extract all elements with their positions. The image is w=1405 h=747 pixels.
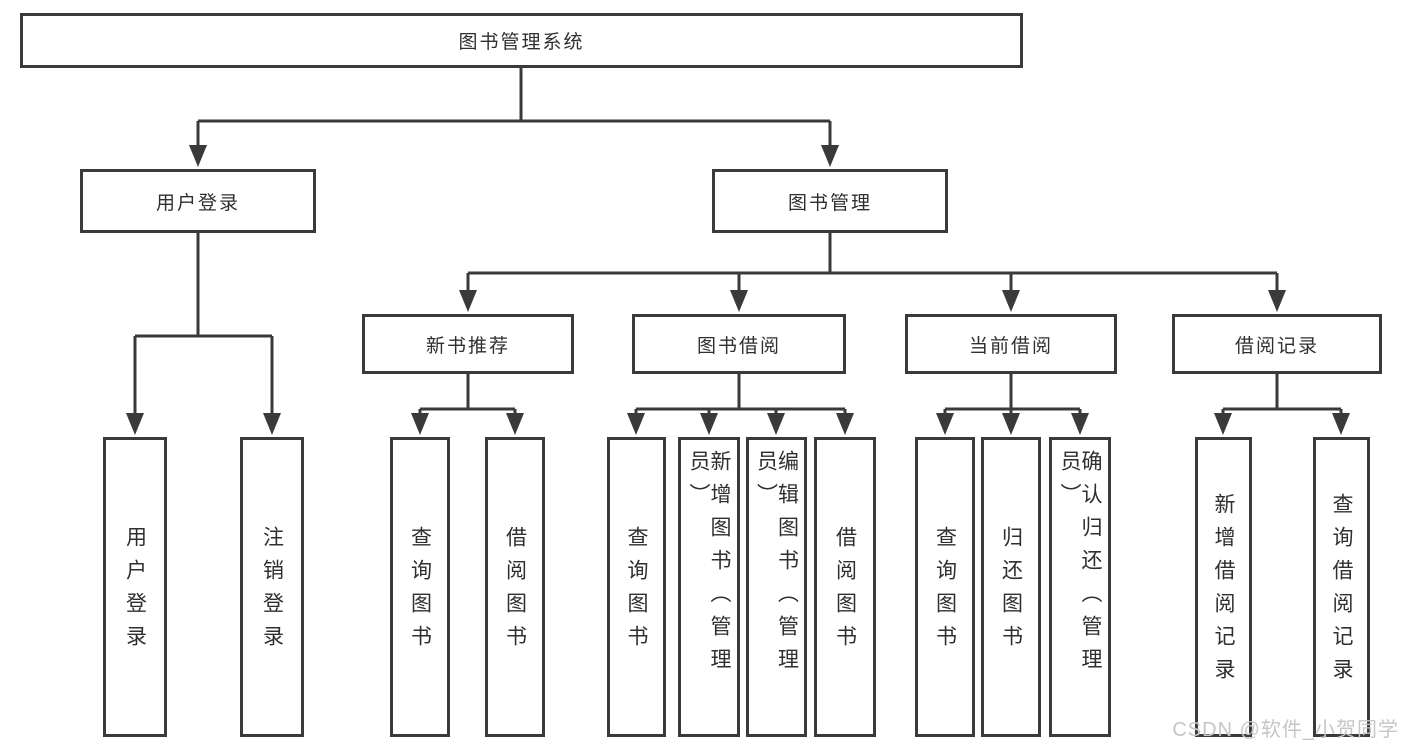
leaf-add-books-admin: 新增图书（管理员） — [678, 437, 740, 737]
node-book-borrowing: 图书借阅 — [632, 314, 846, 374]
arrow-down — [263, 413, 281, 435]
node-user-login: 用户登录 — [80, 169, 316, 233]
connector-new-book-recommend — [411, 374, 524, 435]
arrow-down — [1071, 413, 1089, 435]
arrow-down — [767, 413, 785, 435]
connector-line — [943, 374, 1082, 415]
arrow-down — [700, 413, 718, 435]
connector-line — [1221, 374, 1343, 415]
arrow-down — [836, 413, 854, 435]
leaf-query-borrow-record: 查询借阅记录 — [1313, 437, 1370, 737]
leaf-query-books-borrow: 查询图书 — [607, 437, 666, 737]
connector-line — [466, 233, 1279, 292]
arrow-down — [1002, 290, 1020, 312]
node-current-borrowing: 当前借阅 — [905, 314, 1117, 374]
connector-line — [196, 68, 832, 147]
arrow-down — [1214, 413, 1232, 435]
leaf-borrow-books-recommend: 借阅图书 — [485, 437, 545, 737]
leaf-logout: 注销登录 — [240, 437, 304, 737]
connector-root-to-level2 — [189, 68, 839, 167]
arrow-down — [1332, 413, 1350, 435]
leaf-query-books-recommend: 查询图书 — [390, 437, 450, 737]
arrow-down — [821, 145, 839, 167]
node-book-management: 图书管理 — [712, 169, 948, 233]
arrow-down — [126, 413, 144, 435]
node-new-book-recommendation: 新书推荐 — [362, 314, 574, 374]
arrow-down — [459, 290, 477, 312]
leaf-confirm-return-admin: 确认归还（管理员） — [1049, 437, 1111, 737]
connector-user-login — [126, 233, 281, 435]
node-library-management-system: 图书管理系统 — [20, 13, 1023, 68]
arrow-down — [936, 413, 954, 435]
arrow-down — [189, 145, 207, 167]
arrow-down — [411, 413, 429, 435]
csdn-watermark: CSDN @软件_小贺同学 — [1172, 719, 1399, 741]
leaf-edit-books-admin: 编辑图书（管理员） — [746, 437, 807, 737]
leaf-return-books: 归还图书 — [981, 437, 1041, 737]
connector-current-borrow — [936, 374, 1089, 435]
connector-line — [133, 233, 274, 415]
arrow-down — [627, 413, 645, 435]
arrow-down — [1002, 413, 1020, 435]
leaf-query-books-current: 查询图书 — [915, 437, 975, 737]
connector-line — [418, 374, 517, 415]
leaf-user-login: 用户登录 — [103, 437, 167, 737]
connector-book-borrow — [627, 374, 854, 435]
node-borrowing-records: 借阅记录 — [1172, 314, 1382, 374]
arrow-down — [506, 413, 524, 435]
connector-borrow-records — [1214, 374, 1350, 435]
connector-book-management — [459, 233, 1286, 312]
connector-line — [634, 374, 847, 415]
leaf-borrow-books: 借阅图书 — [814, 437, 876, 737]
arrow-down — [1268, 290, 1286, 312]
arrow-down — [730, 290, 748, 312]
leaf-add-borrow-record: 新增借阅记录 — [1195, 437, 1252, 737]
